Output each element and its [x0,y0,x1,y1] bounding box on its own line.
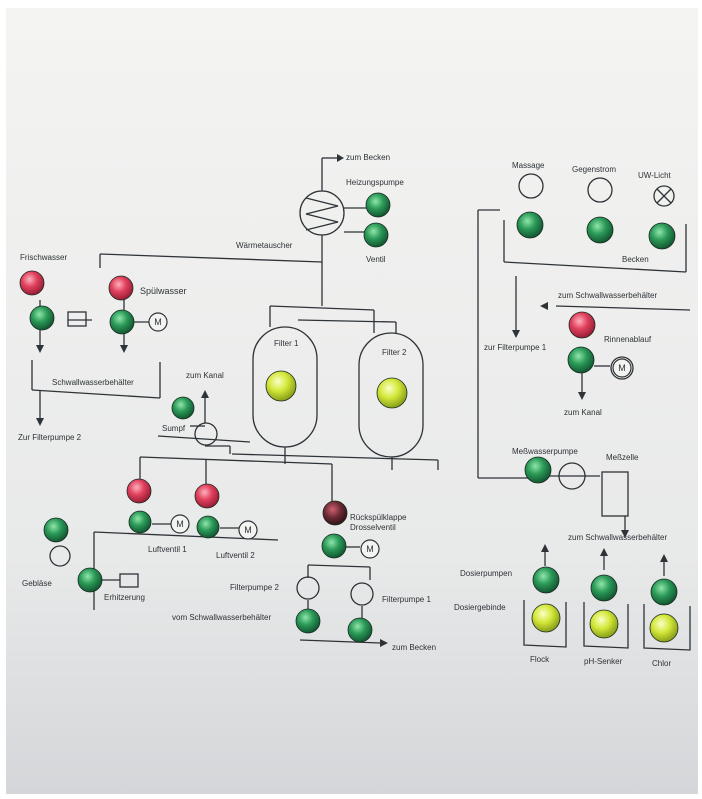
gegenstrom-lamp [586,216,614,244]
geblaese-lamp [43,517,69,543]
flock-pump-lamp [532,566,560,594]
label-schwallwasserbehaelter-left: Schwallwasserbehälter [52,378,134,387]
label-filterpumpe-1: Filterpumpe 1 [382,595,431,604]
messwasserpumpe-lamp [524,456,552,484]
label-messwasserpumpe: Meßwasserpumpe [512,447,578,456]
label-luftventil-2: Luftventil 2 [216,551,255,560]
flow-arrows [36,154,668,647]
label-zum-becken-bottom: zum Becken [392,643,436,652]
filterpumpe-1-lamp [347,617,373,643]
indicator-lamps [19,192,679,643]
motor-label: M [244,525,252,535]
motor-label: M [154,317,162,327]
label-zum-schwallwasserbehaelter-right2: zum Schwallwasserbehälter [568,533,667,542]
label-dosierpumpen: Dosierpumpen [460,569,512,578]
motor-symbols [148,312,632,559]
label-dosiergebinde: Dosiergebinde [454,603,506,612]
label-geblaese: Gebläse [22,579,52,588]
label-filterpumpe-2: Filterpumpe 2 [230,583,279,592]
chlor-container-lamp [649,613,679,643]
label-chlor: Chlor [652,659,671,668]
label-becken: Becken [622,255,649,264]
sumpf-lamp [171,396,195,420]
panel-surface [6,8,698,794]
label-filter-1: Filter 1 [274,339,299,348]
label-frischwasser: Frischwasser [20,253,67,262]
label-zum-schwallwasserbehaelter-right: zum Schwallwasserbehälter [558,291,657,300]
massage-lamp [516,211,544,239]
label-zur-filterpumpe-2: Zur Filterpumpe 2 [18,433,82,442]
rinnenablauf-lamp-green [567,346,595,374]
label-zum-becken-top: zum Becken [346,153,390,162]
label-zum-kanal-left: zum Kanal [186,371,224,380]
uv-licht-lamp [648,222,676,250]
ph-senker-container-lamp [589,609,619,639]
spuelwasser-lamp-red [108,275,134,301]
frischwasser-lamp-red [19,270,45,296]
luftventil-2-lamp-red [194,483,220,509]
label-sumpf: Sumpf [162,424,186,433]
label-vom-schwallwasserbehaelter: vom Schwallwasserbehälter [172,613,271,622]
filterpumpe-2-lamp [295,608,321,634]
erhitzerung-lamp [77,567,103,593]
label-rinnenablauf: Rinnenablauf [604,335,652,344]
frischwasser-lamp-green [29,305,55,331]
label-ventil: Ventil [366,255,386,264]
label-spuelwasser: Spülwasser [140,286,187,296]
drosselventil-lamp [321,533,347,559]
label-ph-senker: pH-Senker [584,657,623,666]
label-zum-kanal-right: zum Kanal [564,408,602,417]
label-filter-2: Filter 2 [382,348,407,357]
luftventil-1-lamp-red [126,478,152,504]
motor-label: M [176,519,184,529]
label-massage: Massage [512,161,545,170]
filter-1-lamp [265,370,297,402]
ph-senker-pump-lamp [590,574,618,602]
pipe-lines [31,157,691,651]
heizungspumpe-lamp [365,192,391,218]
label-luftventil-1: Luftventil 1 [148,545,187,554]
flock-container-lamp [531,603,561,633]
label-rueckspuelklappe: Rückspülklappe [350,513,407,522]
label-flock: Flock [530,655,550,664]
rinnenablauf-lamp-red [568,311,596,339]
label-waermetauscher: Wärmetauscher [236,241,293,250]
rueckspuelklappe-lamp [322,500,348,526]
luftventil-1-lamp-green [128,510,152,534]
luftventil-2-lamp-green [196,515,220,539]
spuelwasser-lamp-green [109,309,135,335]
ventil-lamp [363,222,389,248]
motor-label: M [618,363,626,373]
label-drosselventil: Drosselventil [350,523,396,532]
motor-label: M [366,544,374,554]
chlor-pump-lamp [650,578,678,606]
label-uv-licht: UW-Licht [638,171,672,180]
label-gegenstrom: Gegenstrom [572,165,616,174]
label-zur-filterpumpe-1: zur Filterpumpe 1 [484,343,547,352]
filter-2-lamp [376,377,408,409]
label-heizungspumpe: Heizungspumpe [346,178,404,187]
label-erhitzerung: Erhitzerung [104,593,145,602]
label-messzelle: Meßzelle [606,453,639,462]
